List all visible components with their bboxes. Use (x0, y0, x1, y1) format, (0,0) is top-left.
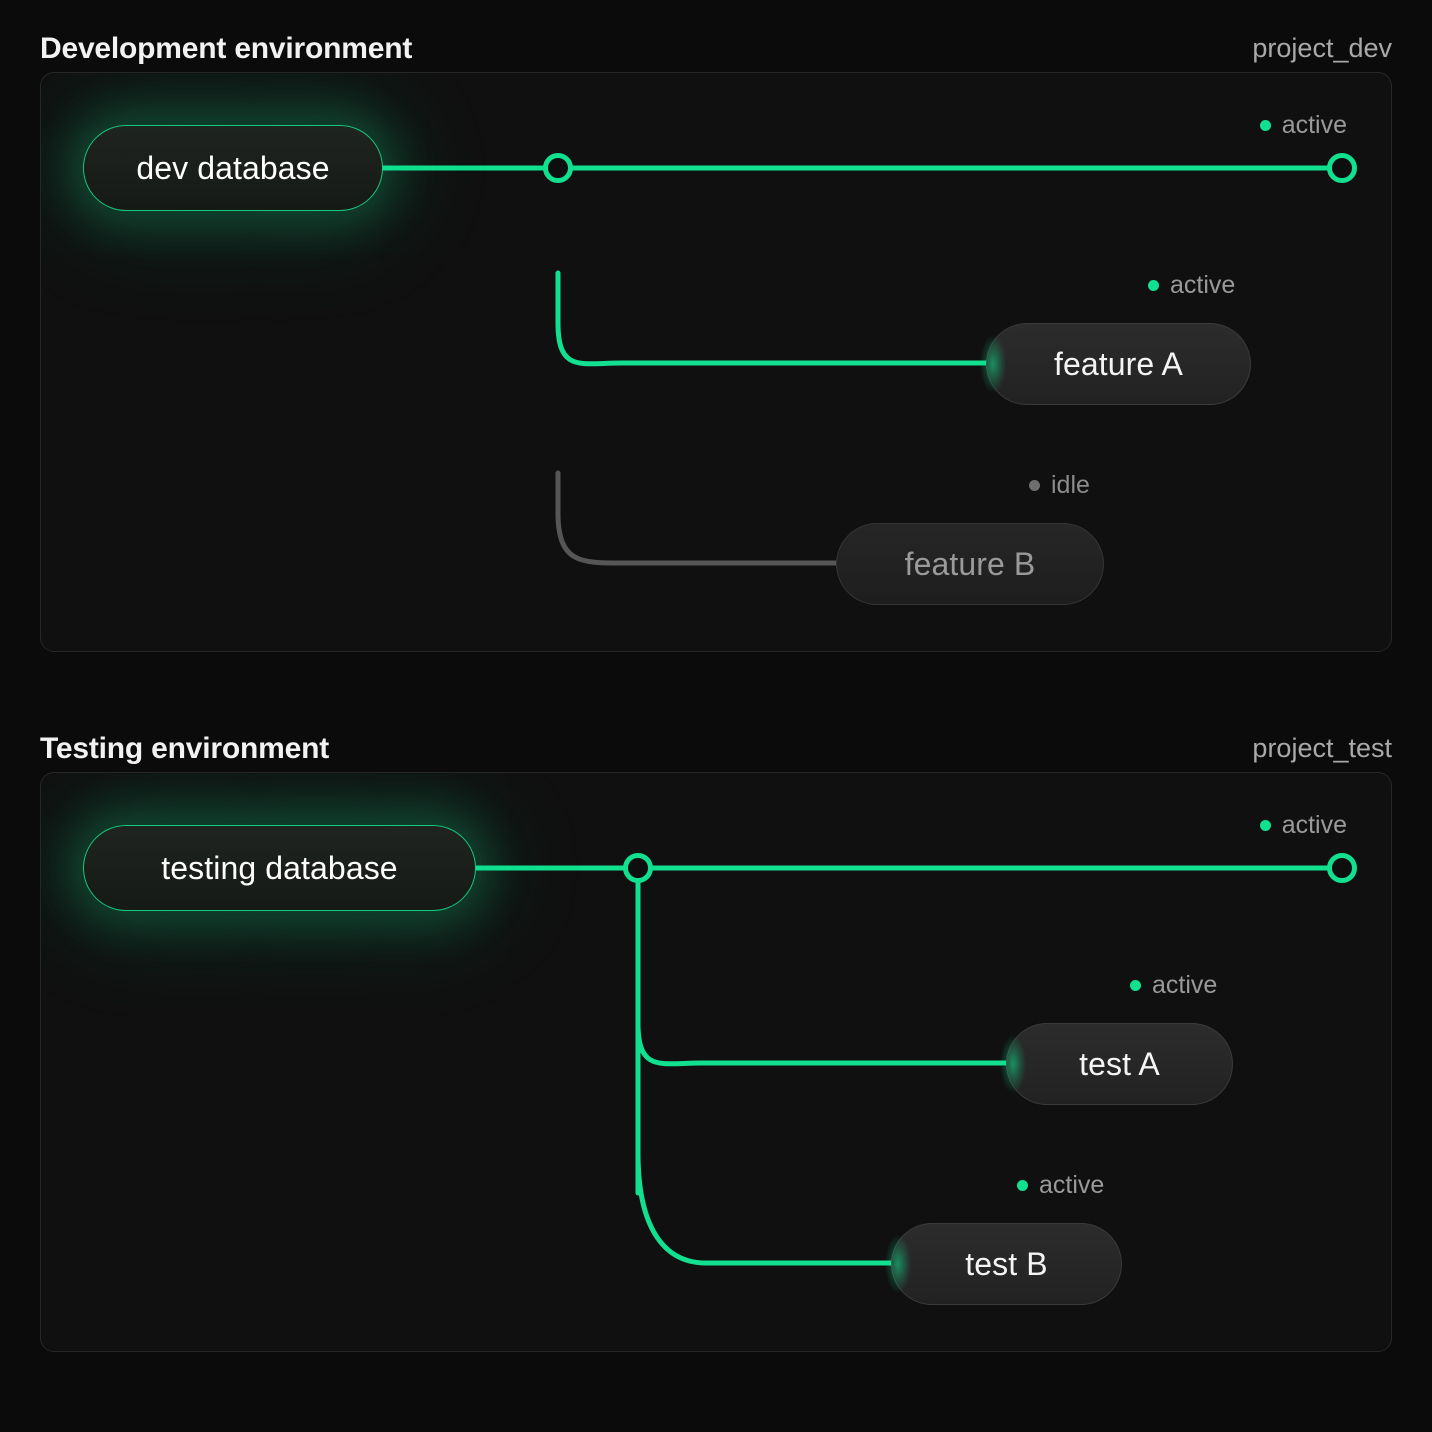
node-feature-b[interactable]: feature B (836, 523, 1104, 605)
status-dot-idle-icon (1029, 480, 1040, 491)
topology-panel-test: testing database active test A active te… (40, 772, 1392, 1352)
status-badge-test-b: active (1017, 1173, 1104, 1198)
section-development-environment: Development environment project_dev (0, 0, 1432, 652)
node-label-feature-b: feature B (904, 545, 1036, 582)
endpoint-node-test[interactable] (1327, 853, 1357, 883)
status-badge-test-a: active (1130, 973, 1217, 998)
project-name-test: project_test (1252, 733, 1392, 763)
status-label-test-endpoint: active (1281, 811, 1347, 839)
status-dot-active-icon (1259, 820, 1271, 831)
node-label-test-b: test B (965, 1245, 1048, 1282)
status-dot-active-icon (1259, 120, 1271, 131)
page-title-test: Testing environment (40, 732, 330, 765)
node-test-b[interactable]: test B (885, 1223, 1122, 1305)
junction-node-test[interactable] (623, 853, 653, 883)
section-header-dev: Development environment project_dev (40, 0, 1392, 72)
project-name-dev: project_dev (1252, 33, 1392, 63)
connector-glow-icon (1000, 1035, 1026, 1093)
status-dot-active-icon (1148, 280, 1159, 291)
edge-to-feature-a (555, 270, 989, 367)
status-label-feature-a: active (1170, 271, 1236, 299)
edge-to-test-a (635, 970, 1009, 1067)
connector-glow-icon (980, 335, 1006, 393)
edge-to-test-b (635, 1100, 894, 1266)
node-test-a[interactable]: test A (1000, 1023, 1233, 1105)
node-label-test-a: test A (1079, 1045, 1160, 1082)
junction-node-dev[interactable] (543, 153, 573, 183)
connector-glow-icon (885, 1235, 911, 1293)
status-label-feature-b: idle (1051, 471, 1090, 499)
node-label-feature-a: feature A (1054, 345, 1183, 382)
status-badge-dev-endpoint: active (1259, 111, 1347, 139)
status-dot-active-icon (1130, 980, 1141, 991)
endpoint-node-dev[interactable] (1327, 153, 1357, 183)
section-header-test: Testing environment project_test (40, 700, 1392, 772)
node-label-testing-database: testing database (161, 849, 398, 886)
status-label-test-a: active (1152, 971, 1218, 999)
status-badge-feature-b: idle (1029, 473, 1090, 498)
edge-to-feature-b (555, 470, 839, 566)
section-testing-environment: Testing environment project_test (0, 700, 1432, 1352)
status-badge-feature-a: active (1148, 273, 1235, 298)
status-label-dev-endpoint: active (1281, 111, 1347, 139)
page-title-dev: Development environment (40, 32, 413, 65)
status-dot-active-icon (1017, 1180, 1028, 1191)
node-dev-database[interactable]: dev database (83, 125, 383, 211)
node-feature-a[interactable]: feature A (980, 323, 1251, 405)
node-testing-database[interactable]: testing database (83, 825, 476, 911)
status-badge-test-endpoint: active (1259, 811, 1347, 839)
node-label-dev-database: dev database (136, 149, 330, 186)
topology-panel-dev: dev database active feature A active fea… (40, 72, 1392, 652)
status-label-test-b: active (1039, 1171, 1105, 1199)
